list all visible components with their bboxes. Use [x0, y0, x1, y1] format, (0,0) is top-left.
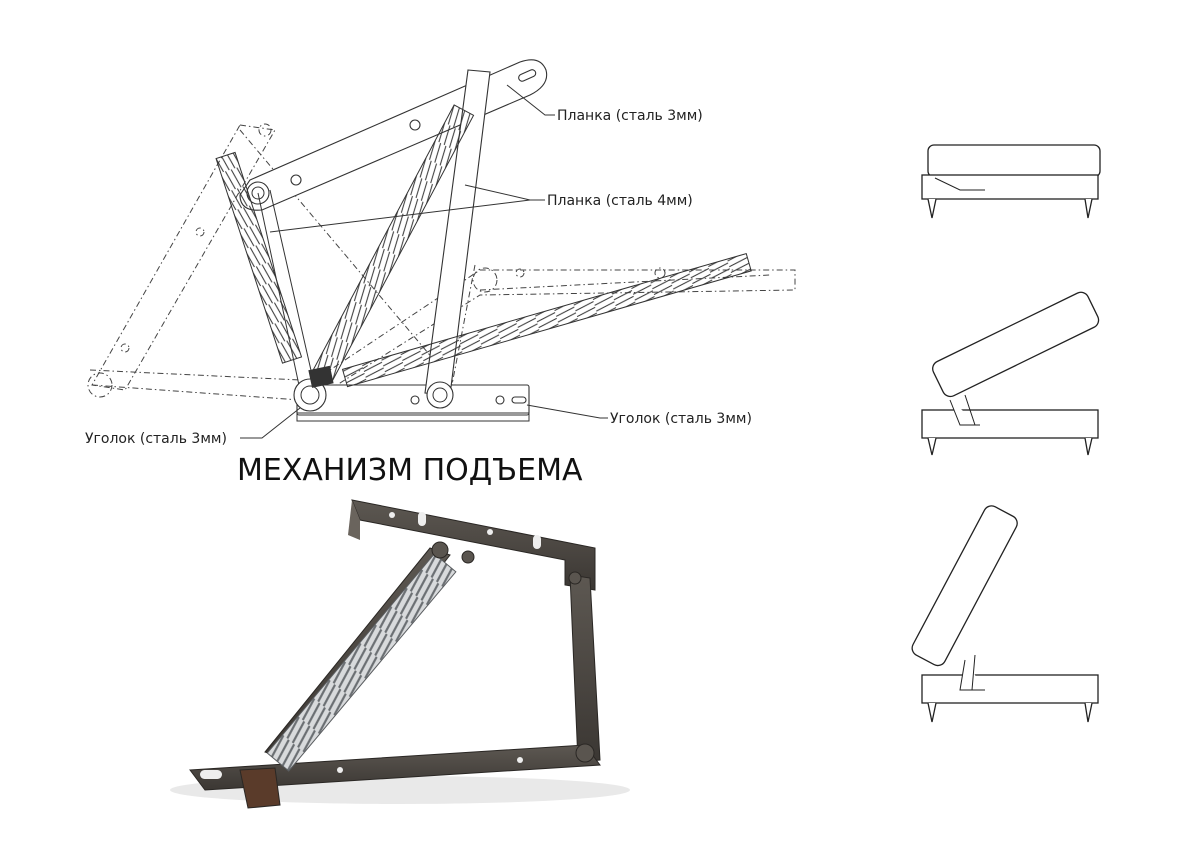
label-plank-3mm: Планка (сталь 3мм) — [557, 108, 703, 124]
bed-fully-open — [911, 505, 1099, 723]
spring-ghost-right — [341, 252, 752, 388]
page-title: МЕХАНИЗМ ПОДЪЕМА — [237, 453, 583, 488]
label-corner-left: Уголок (сталь 3мм) — [85, 431, 227, 447]
label-plank-4mm: Планка (сталь 4мм) — [547, 193, 693, 209]
bed-closed — [921, 144, 1101, 219]
spring-ghost-left — [215, 151, 303, 364]
long-plank — [424, 69, 491, 409]
upper-plank — [239, 59, 548, 211]
pivot-hub — [293, 365, 334, 412]
leader-lines — [240, 84, 608, 439]
technical-drawing: Планка (сталь 3мм) Планка (сталь 4мм) Уг… — [85, 59, 796, 447]
mechanism-render — [170, 499, 630, 809]
bed-half-open — [921, 291, 1100, 456]
base-corner-plate — [296, 384, 530, 422]
label-corner-right: Уголок (сталь 3мм) — [610, 411, 752, 427]
